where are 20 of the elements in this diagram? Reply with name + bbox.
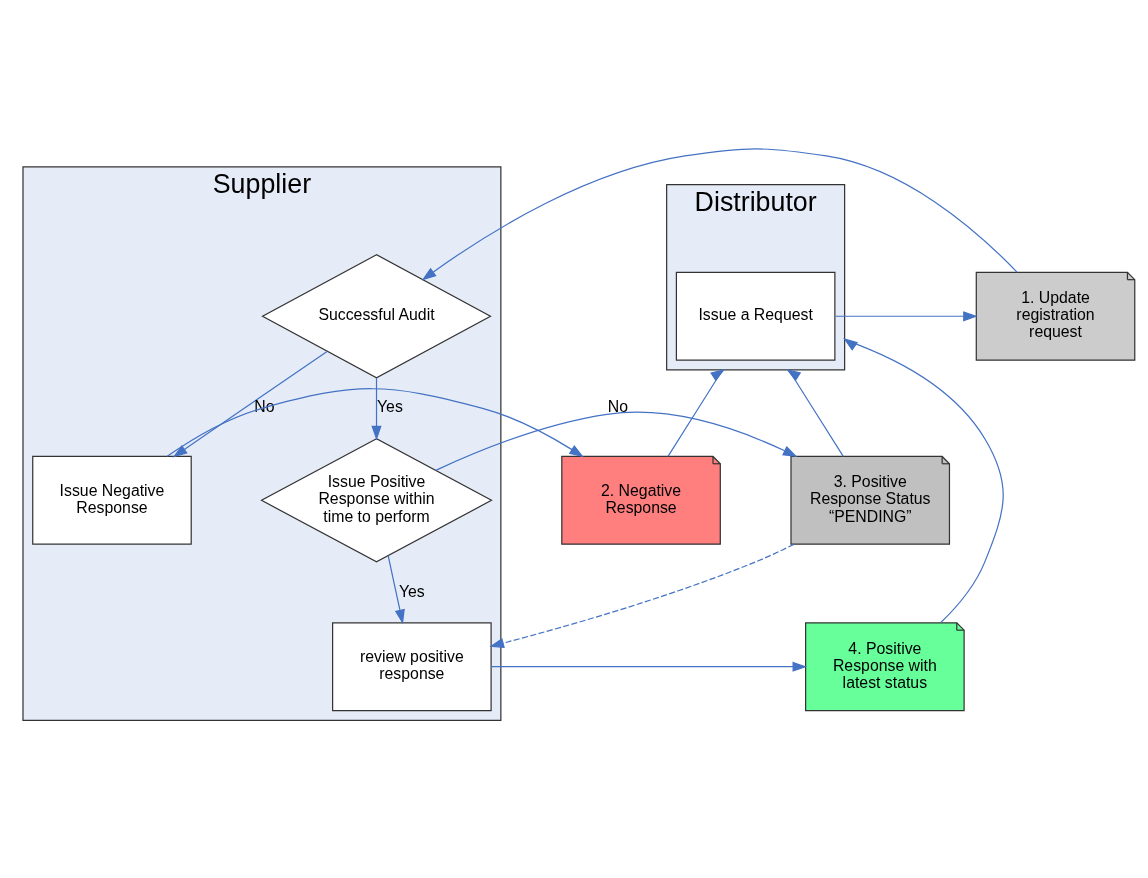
- node-box: Issue Negative Response: [32, 455, 192, 545]
- edge-label: No: [607, 397, 628, 415]
- node-box: Issue a Request: [675, 271, 836, 361]
- arrow: [421, 147, 1018, 280]
- node-diamond: Successful Audit: [261, 253, 492, 378]
- arrow: [435, 411, 798, 471]
- edge-label: Yes: [398, 582, 425, 600]
- arrow: [166, 387, 584, 457]
- node-diamond: Issue Positive Response within time to perform: [260, 437, 493, 563]
- arrow: [489, 543, 795, 648]
- arrow: [387, 554, 405, 624]
- arrow: [786, 368, 844, 457]
- arrow: [172, 350, 328, 457]
- node-box: review positive response: [332, 621, 492, 711]
- edge-label: Yes: [377, 397, 403, 415]
- arrow: [843, 337, 1004, 623]
- arrow: [667, 368, 726, 457]
- arrow: [834, 310, 978, 321]
- arrow: [490, 661, 808, 672]
- arrow: [371, 376, 382, 440]
